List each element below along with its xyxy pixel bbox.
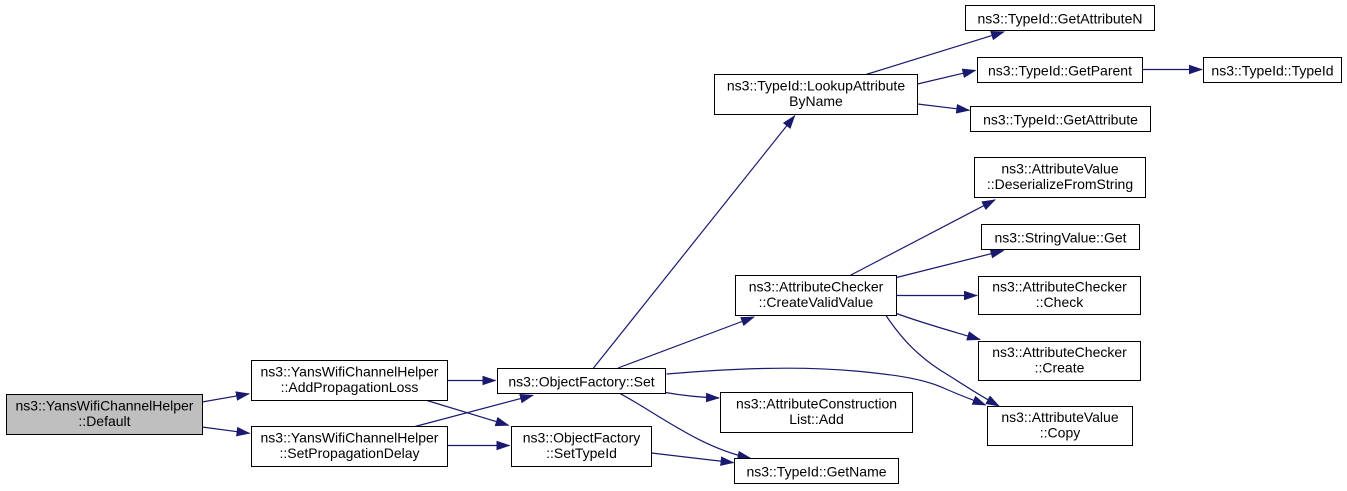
svg-text:::AddPropagationLoss: ::AddPropagationLoss — [281, 379, 419, 395]
svg-text:ns3::TypeId::GetAttributeN: ns3::TypeId::GetAttributeN — [978, 10, 1143, 26]
svg-text:ns3::ObjectFactory: ns3::ObjectFactory — [523, 429, 641, 445]
svg-text:::Check: ::Check — [1036, 294, 1084, 310]
svg-text:::Create: ::Create — [1035, 360, 1085, 376]
svg-text:::Default: ::Default — [78, 413, 130, 429]
svg-text:::Copy: ::Copy — [1040, 425, 1080, 441]
svg-text:ns3::ObjectFactory::Set: ns3::ObjectFactory::Set — [508, 373, 654, 389]
svg-text:ns3::YansWifiChannelHelper: ns3::YansWifiChannelHelper — [16, 397, 194, 413]
svg-text:ns3::YansWifiChannelHelper: ns3::YansWifiChannelHelper — [261, 429, 439, 445]
svg-text:::CreateValidValue: ::CreateValidValue — [759, 294, 874, 310]
svg-text:ns3::TypeId::GetAttribute: ns3::TypeId::GetAttribute — [983, 111, 1138, 127]
svg-text:ns3::AttributeConstruction: ns3::AttributeConstruction — [736, 395, 897, 411]
svg-text:ns3::AttributeChecker: ns3::AttributeChecker — [992, 344, 1127, 360]
svg-text:ns3::AttributeChecker: ns3::AttributeChecker — [749, 278, 884, 294]
svg-text:::SetTypeId: ::SetTypeId — [546, 445, 617, 461]
svg-text:ns3::AttributeChecker: ns3::AttributeChecker — [992, 278, 1127, 294]
svg-text:ns3::AttributeValue: ns3::AttributeValue — [1001, 160, 1118, 176]
svg-text:ns3::YansWifiChannelHelper: ns3::YansWifiChannelHelper — [261, 363, 439, 379]
svg-text:ns3::TypeId::LookupAttribute: ns3::TypeId::LookupAttribute — [727, 77, 905, 93]
svg-text:ns3::TypeId::GetParent: ns3::TypeId::GetParent — [988, 62, 1132, 78]
svg-text:::DeserializeFromString: ::DeserializeFromString — [987, 176, 1133, 192]
svg-text:ns3::TypeId::TypeId: ns3::TypeId::TypeId — [1211, 62, 1333, 78]
svg-text:ns3::AttributeValue: ns3::AttributeValue — [1001, 409, 1118, 425]
svg-text:::SetPropagationDelay: ::SetPropagationDelay — [279, 445, 419, 461]
svg-text:ByName: ByName — [789, 93, 843, 109]
svg-text:ns3::StringValue::Get: ns3::StringValue::Get — [994, 229, 1126, 245]
svg-text:List::Add: List::Add — [789, 411, 843, 427]
svg-text:ns3::TypeId::GetName: ns3::TypeId::GetName — [746, 463, 886, 479]
